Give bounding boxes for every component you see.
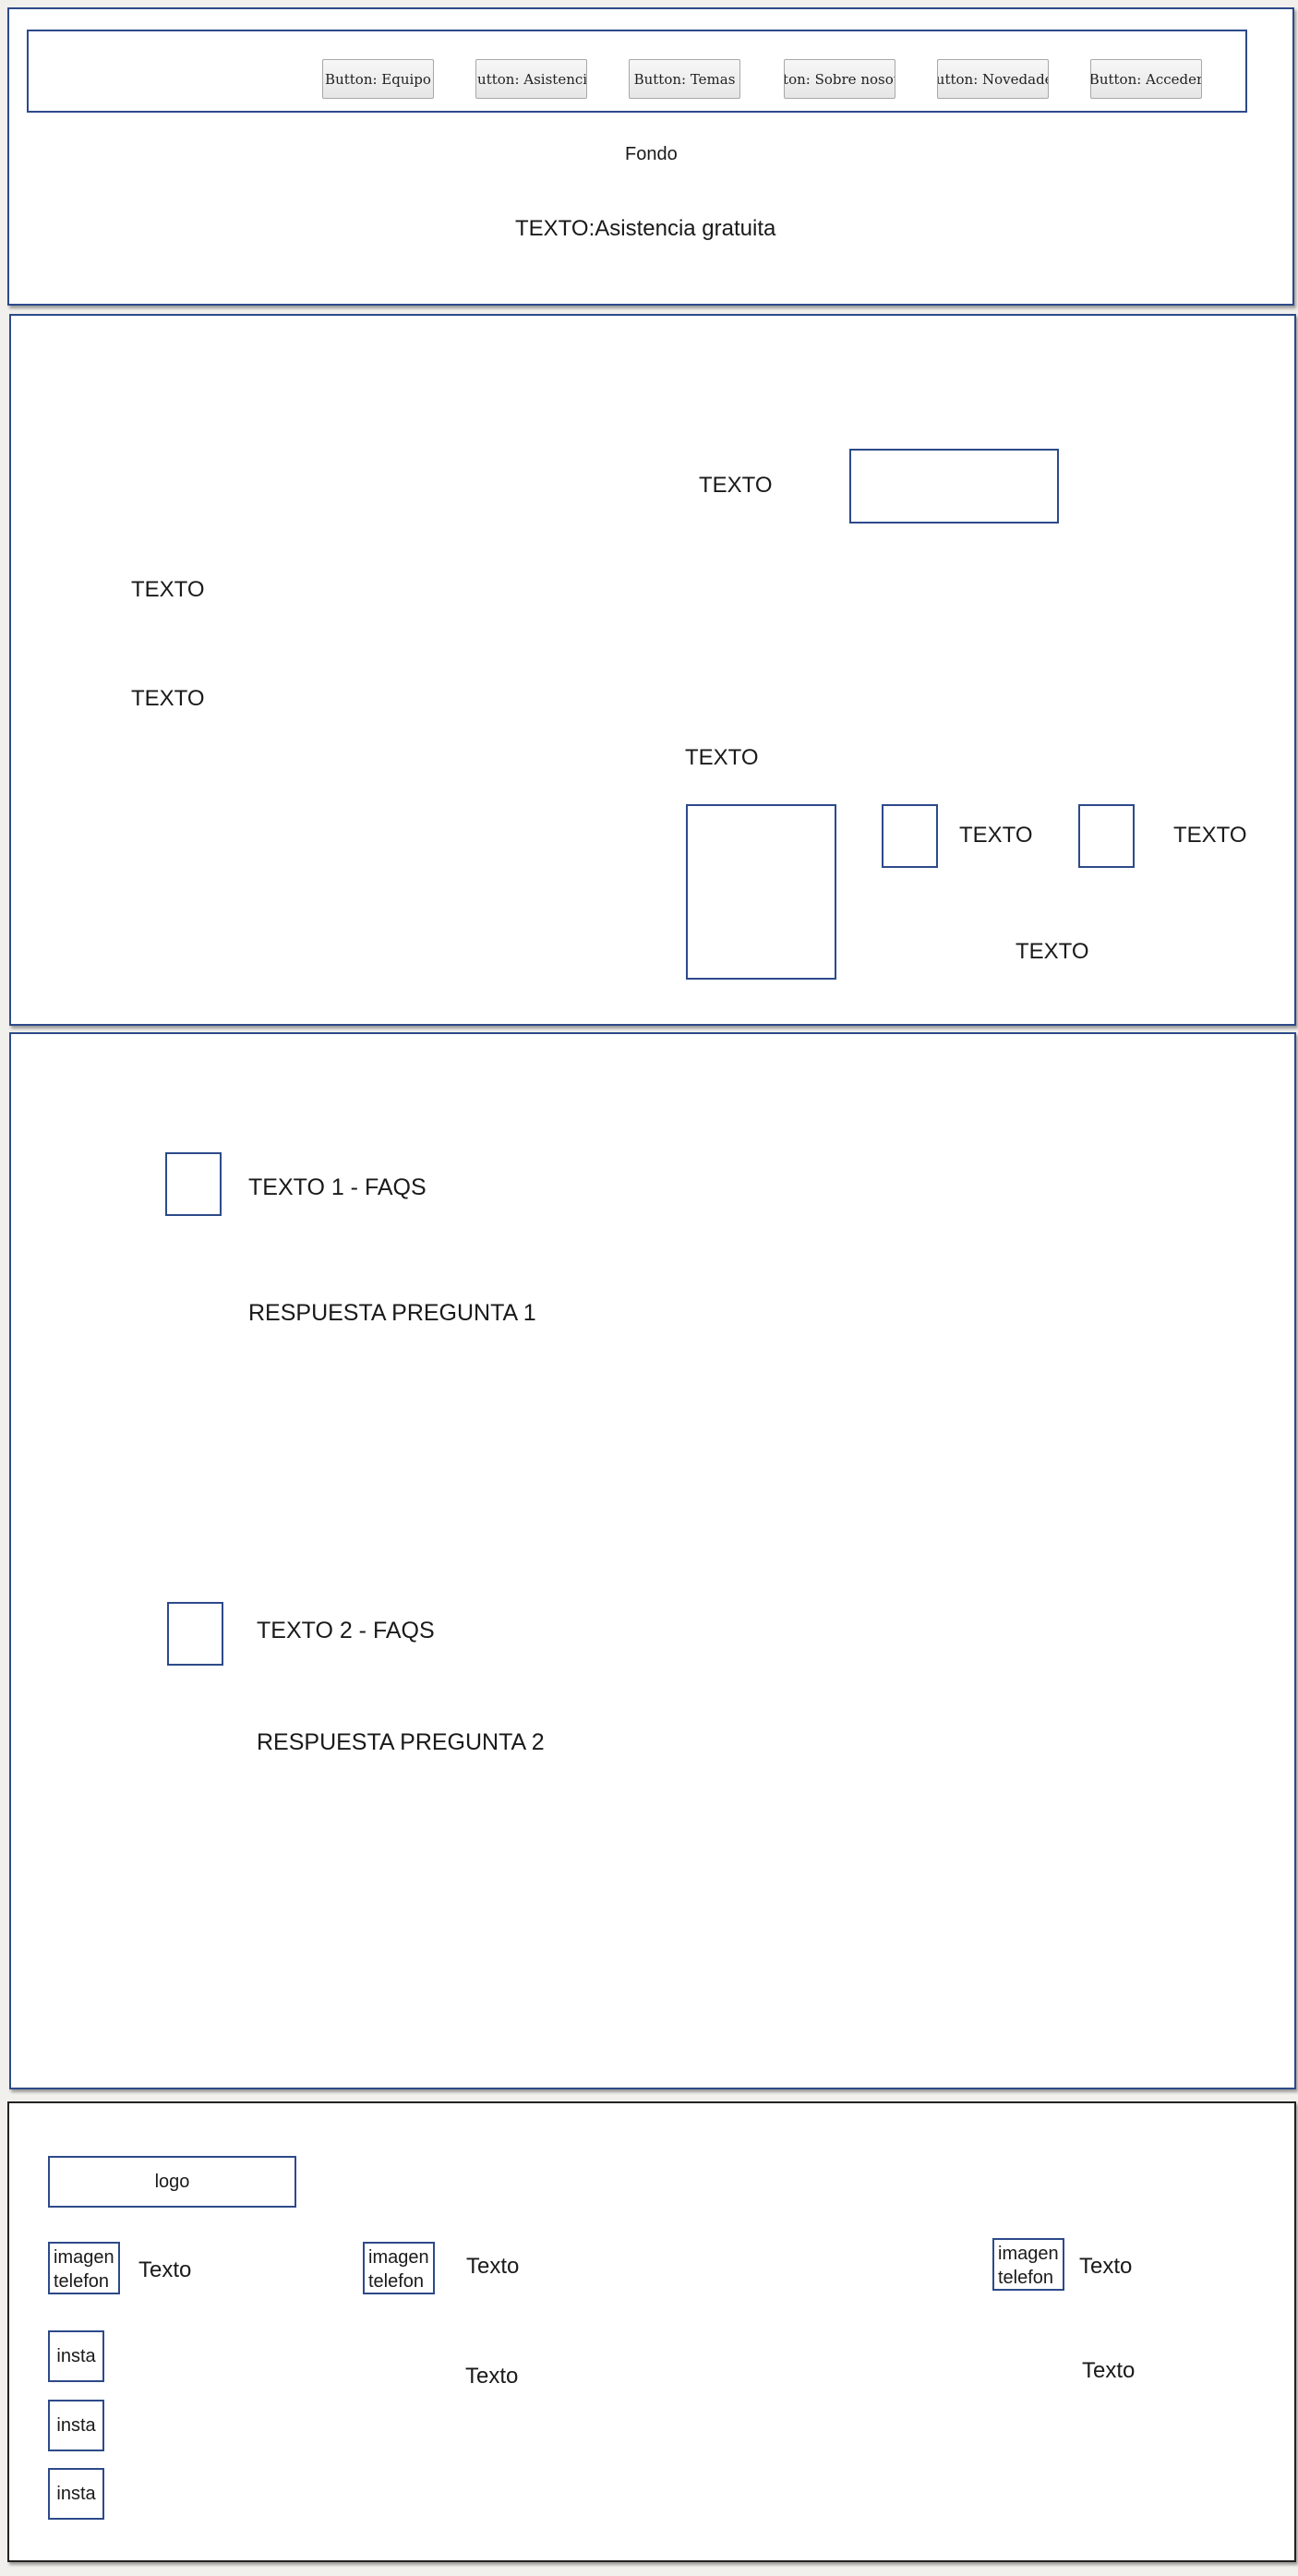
image-placeholder-large	[686, 804, 836, 980]
instagram-link-2[interactable]: insta	[48, 2400, 104, 2451]
faq-toggle-1[interactable]	[165, 1152, 222, 1216]
faqs-section: TEXTO 1 - FAQS RESPUESTA PREGUNTA 1 TEXT…	[9, 1032, 1296, 2089]
faq-question-1: TEXTO 1 - FAQS	[248, 1174, 427, 1200]
footer-section: logo imagen telefono Texto imagen telefo…	[7, 2101, 1296, 2562]
nav-button-sobre-nosotros[interactable]: Button: Sobre nosotros	[784, 59, 895, 99]
text-mid: TEXTO	[685, 745, 759, 770]
footer-text-5: Texto	[1082, 2358, 1136, 2383]
faq-question-2: TEXTO 2 - FAQS	[257, 1618, 435, 1643]
nav-button-acceder[interactable]: Button: Acceder	[1090, 59, 1202, 99]
footer-text-4: Texto	[465, 2364, 519, 2389]
phone-image-3: imagen telefono	[992, 2238, 1064, 2291]
hero-text: TEXTO:Asistencia gratuita	[515, 216, 776, 241]
faq-answer-1: RESPUESTA PREGUNTA 1	[248, 1300, 536, 1326]
text-top: TEXTO	[699, 473, 773, 498]
instagram-link-1[interactable]: insta	[48, 2330, 104, 2382]
input-box[interactable]	[849, 449, 1059, 524]
footer-text-2: Texto	[466, 2254, 520, 2279]
nav-button-temas[interactable]: Button: Temas	[629, 59, 740, 99]
instagram-link-3[interactable]: insta	[48, 2468, 104, 2520]
text-left-2: TEXTO	[131, 686, 205, 711]
nav-button-equipo[interactable]: Button: Equipo	[322, 59, 434, 99]
nav-button-asistencia[interactable]: Button: Asistencia	[475, 59, 587, 99]
footer-text-3: Texto	[1079, 2254, 1133, 2279]
faq-answer-2: RESPUESTA PREGUNTA 2	[257, 1729, 545, 1755]
nav-button-novedades[interactable]: Button: Novedades	[937, 59, 1049, 99]
header-section: Button: Equipo Button: Asistencia Button…	[7, 7, 1294, 306]
faq-toggle-2[interactable]	[167, 1602, 223, 1666]
footer-text-1: Texto	[138, 2257, 192, 2282]
content-section: TEXTO TEXTO TEXTO TEXTO TEXTO TEXTO TEXT…	[9, 314, 1296, 1026]
icon-placeholder-1	[882, 804, 938, 868]
text-bottom: TEXTO	[1016, 939, 1089, 964]
text-left-1: TEXTO	[131, 577, 205, 602]
text-card-2: TEXTO	[1173, 823, 1247, 848]
background-label: Fondo	[625, 144, 678, 164]
text-card-1: TEXTO	[959, 823, 1033, 848]
logo[interactable]: logo	[48, 2156, 296, 2208]
phone-image-1: imagen telefono	[48, 2242, 120, 2294]
phone-image-2: imagen telefono	[363, 2242, 435, 2294]
icon-placeholder-2	[1078, 804, 1135, 868]
